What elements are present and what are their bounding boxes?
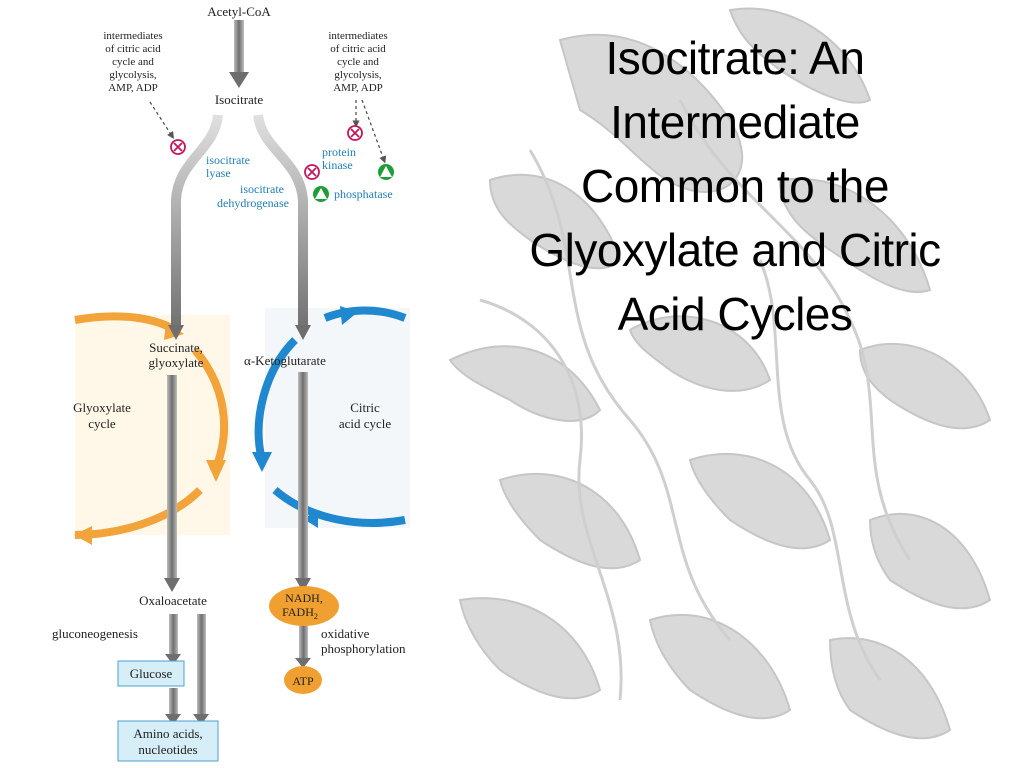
svg-text:dehydrogenase: dehydrogenase — [217, 196, 289, 210]
svg-text:cycle: cycle — [88, 416, 116, 431]
svg-text:AMP, ADP: AMP, ADP — [108, 82, 158, 94]
oxaloacetate-label: Oxaloacetate — [139, 593, 207, 608]
citric-arrowhead-2 — [252, 452, 272, 472]
svg-text:Glyoxylate: Glyoxylate — [73, 400, 131, 415]
glyoxylate-citric-acid-diagram: Acetyl-CoA Isocitrate intermediates of c… — [52, 4, 410, 762]
circled-x-icon — [170, 139, 186, 155]
citric-arrowhead-3 — [302, 512, 318, 528]
left-effector-dashed-arrow — [149, 101, 174, 140]
succinate-to-oxaloacetate-arrow — [167, 375, 177, 580]
gluconeogenesis-label: gluconeogenesis — [52, 626, 138, 641]
svg-text:NADH,: NADH, — [285, 591, 323, 605]
ketoglutarate-to-nadh-arrow — [298, 372, 308, 580]
svg-text:intermediates: intermediates — [103, 30, 162, 42]
right-effector-to-phosphatase-arrow — [361, 99, 387, 164]
svg-text:ATP: ATP — [292, 674, 314, 688]
svg-text:cycle and: cycle and — [112, 56, 154, 68]
citric-arrowhead-1 — [340, 306, 358, 325]
svg-text:Succinate,: Succinate, — [149, 340, 203, 355]
acetyl-coa-arrowhead — [229, 72, 249, 88]
svg-text:Glucose: Glucose — [130, 666, 173, 681]
protein-kinase-label: protein kinase — [322, 145, 356, 172]
circled-x-icon — [347, 125, 363, 141]
svg-text:acid cycle: acid cycle — [339, 416, 392, 431]
svg-text:glyoxylate: glyoxylate — [149, 355, 204, 370]
svg-text:kinase: kinase — [322, 158, 353, 172]
circled-triangle-icon — [313, 186, 329, 202]
svg-text:oxidative: oxidative — [321, 626, 370, 641]
svg-text:isocitrate: isocitrate — [240, 182, 284, 196]
isocitrate-lyase-label: isocitrate lyase — [206, 153, 250, 180]
circled-triangle-icon — [378, 164, 394, 180]
alpha-ketoglutarate-label: α-Ketoglutarate — [244, 353, 326, 368]
oxidative-phosphorylation-label: oxidative phosphorylation — [321, 626, 406, 656]
succinate-glyoxylate-label: Succinate, glyoxylate — [149, 340, 204, 370]
svg-text:lyase: lyase — [206, 166, 231, 180]
svg-text:of citric acid: of citric acid — [105, 43, 161, 55]
svg-text:glycolysis,: glycolysis, — [109, 69, 157, 81]
lyase-branch-arrow — [171, 114, 223, 330]
dehydrogenase-branch-arrow — [253, 114, 308, 330]
glyoxylate-cycle-area — [75, 315, 230, 535]
svg-text:cycle and: cycle and — [337, 56, 379, 68]
svg-text:Citric: Citric — [350, 400, 380, 415]
svg-text:Amino acids,: Amino acids, — [133, 726, 202, 741]
svg-text:FADH2: FADH2 — [282, 605, 318, 621]
citric-cycle-arc — [254, 306, 407, 527]
glyoxylate-arrowhead-2 — [206, 460, 226, 482]
slide-title: Isocitrate: An Intermediate Common to th… — [529, 32, 941, 340]
acetyl-coa-arrow-shaft — [234, 20, 244, 75]
acetyl-coa-label: Acetyl-CoA — [207, 4, 271, 19]
glucose-node: Glucose — [117, 660, 185, 687]
circled-x-icon — [304, 164, 320, 180]
nadh-to-atp-arrow — [299, 622, 308, 660]
atp-node: ATP — [284, 666, 322, 694]
svg-text:of citric acid: of citric acid — [330, 43, 386, 55]
glyoxylate-arrowhead-3 — [74, 526, 92, 545]
isocitrate-label: Isocitrate — [215, 92, 264, 107]
citric-acid-cycle-label: Citric acid cycle — [339, 400, 392, 431]
to-amino-acids-arrow — [197, 614, 206, 716]
svg-text:glycolysis,: glycolysis, — [334, 69, 382, 81]
protein-ribbon-watermark — [448, 7, 992, 740]
right-effectors-label: intermediates of citric acid cycle and g… — [328, 30, 387, 94]
isocitrate-dehydrogenase-label: isocitrate dehydrogenase — [217, 182, 289, 210]
svg-text:nucleotides: nucleotides — [138, 742, 197, 757]
phosphatase-label: phosphatase — [334, 187, 393, 201]
nadh-fadh2-node: NADH, FADH2 — [269, 586, 339, 626]
svg-text:phosphorylation: phosphorylation — [321, 641, 406, 656]
glyoxylate-cycle-label: Glyoxylate cycle — [73, 400, 131, 431]
to-glucose-arrow — [169, 614, 178, 656]
left-effectors-label: intermediates of citric acid cycle and g… — [103, 30, 162, 94]
glucose-to-amino-acids-arrow — [169, 688, 178, 716]
svg-text:isocitrate: isocitrate — [206, 153, 250, 167]
amino-acids-node: Amino acids, nucleotides — [117, 720, 219, 762]
svg-text:protein: protein — [322, 145, 356, 159]
svg-text:intermediates: intermediates — [328, 30, 387, 42]
svg-text:AMP, ADP: AMP, ADP — [333, 82, 383, 94]
